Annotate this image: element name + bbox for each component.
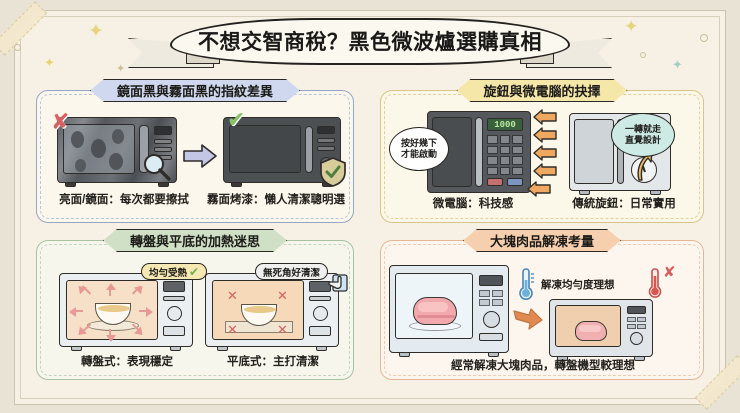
fingerprint-smudge bbox=[71, 131, 84, 148]
green-check-icon: ✔ bbox=[227, 107, 246, 132]
bubble-dial-praise: 一轉就走 直覺設計 bbox=[611, 113, 675, 157]
sparkle-icon: ✦ bbox=[116, 63, 126, 75]
pointing-arrow-icon bbox=[527, 181, 551, 197]
red-x-icon: ✕ bbox=[227, 288, 238, 303]
dot-decoration bbox=[14, 44, 21, 51]
microwave-turntable bbox=[59, 273, 193, 351]
microwave-defrost-flatbed bbox=[549, 299, 653, 361]
dial-icon bbox=[167, 306, 182, 321]
title-banner: 不想交智商稅？黑色微波爐選購真相 bbox=[128, 12, 612, 72]
badge-easy-clean: 無死角好清潔 bbox=[255, 263, 329, 280]
red-x-icon: ✕ bbox=[277, 288, 288, 303]
fingerprint-smudge bbox=[112, 129, 124, 144]
panel-1-header: 鏡面黑與霧面黑的指紋差異 bbox=[90, 79, 300, 102]
red-x-icon: ✘ bbox=[663, 264, 676, 281]
hand-wipe-icon bbox=[328, 274, 348, 292]
thermometer-blue-icon bbox=[519, 268, 534, 300]
caption-matte: 霧面烤漆：懶人清潔聰明選 bbox=[207, 194, 345, 206]
fingerprint-smudge bbox=[109, 153, 123, 170]
keypad bbox=[627, 317, 646, 329]
badge-label: 均勻受熱 bbox=[149, 267, 188, 279]
title-ribbon: 不想交智商稅？黑色微波爐選購真相 bbox=[170, 18, 570, 65]
caption-defrost: 經常解凍大塊肉品，轉盤機型較理想 bbox=[451, 360, 635, 372]
bubble-line: 直覺設計 bbox=[624, 135, 661, 145]
badge-label: 無死角好清潔 bbox=[263, 267, 321, 279]
meat-block bbox=[575, 321, 607, 341]
dial-icon bbox=[313, 306, 328, 321]
poster-inner-frame bbox=[20, 16, 720, 399]
caption-turntable: 轉盤式：表現穩定 bbox=[81, 356, 173, 368]
pointing-arrow-icon bbox=[533, 145, 557, 161]
panel-4-header: 大塊肉品解凍考量 bbox=[463, 229, 621, 252]
orange-arrow-icon bbox=[513, 308, 543, 330]
shield-check-icon bbox=[320, 157, 346, 187]
dot-decoration bbox=[640, 52, 646, 58]
red-x-icon: ✕ bbox=[277, 322, 288, 337]
caption-flatbed: 平底式：主打清潔 bbox=[227, 356, 319, 368]
pointing-arrow-icon bbox=[533, 127, 557, 143]
dial-icon bbox=[483, 311, 500, 328]
microwave-glossy bbox=[57, 117, 177, 187]
keypad bbox=[479, 290, 503, 306]
bubble-line: 按好幾下 bbox=[400, 137, 437, 148]
microwave-defrost-turntable bbox=[389, 265, 509, 357]
meat-block bbox=[413, 297, 457, 325]
bubble-line: 一轉就走 bbox=[624, 123, 661, 134]
panel-2-header: 旋鈕與微電腦的抉擇 bbox=[456, 79, 627, 102]
green-check-icon: ✔ bbox=[189, 264, 200, 279]
bubble-line: 才能啟動 bbox=[400, 149, 437, 159]
microwave-flatbed: ✕ ✕ ✕ ✕ bbox=[205, 273, 339, 351]
fingerprint-smudge bbox=[75, 159, 86, 172]
thermometer-red-icon bbox=[648, 268, 662, 298]
bubble-digital-complaint: 按好幾下 才能啟動 bbox=[389, 127, 449, 171]
panel-turntable-vs-flatbed: 轉盤與平底的加熱迷思 bbox=[36, 240, 354, 380]
panel-3-header: 轉盤與平底的加熱迷思 bbox=[103, 229, 287, 252]
label-defrost-even: 解凍均勻度理想 bbox=[541, 279, 615, 291]
caption-digital: 微電腦：科技感 bbox=[432, 198, 514, 210]
page-title: 不想交智商稅？黑色微波爐選購真相 bbox=[198, 30, 542, 54]
digital-display: 1000 bbox=[487, 118, 523, 131]
sparkle-icon: ✦ bbox=[624, 17, 639, 36]
dot-decoration bbox=[700, 34, 708, 42]
right-arrow-icon bbox=[183, 144, 217, 168]
magnifier-icon bbox=[144, 154, 171, 181]
pointing-arrow-icon bbox=[533, 163, 557, 179]
sparkle-icon: ✦ bbox=[44, 55, 55, 70]
sparkle-icon: ✦ bbox=[672, 57, 683, 72]
panel-meat-defrost: 大塊肉品解凍考量 bbox=[380, 240, 704, 380]
red-x-icon: ✕ bbox=[227, 322, 238, 337]
caption-dial: 傳統旋鈕：日常實用 bbox=[572, 198, 676, 210]
dial-icon bbox=[630, 332, 643, 345]
badge-even-heating: 均勻受熱 ✔ bbox=[141, 263, 208, 280]
caption-glossy: 亮面/鏡面：每次都要擦拭 bbox=[59, 194, 189, 206]
panel-fingerprint-difference: 鏡面黑與霧面黑的指紋差異 ✘ bbox=[36, 90, 354, 223]
sparkle-icon: ✦ bbox=[88, 21, 104, 42]
fingerprint-smudge bbox=[91, 139, 106, 158]
red-x-icon: ✘ bbox=[51, 109, 70, 134]
pointing-arrow-icon bbox=[533, 109, 557, 125]
panel-dial-vs-digital: 旋鈕與微電腦的抉擇 1000 按好幾下 才能啟動 bbox=[380, 90, 704, 223]
keypad bbox=[487, 135, 523, 175]
